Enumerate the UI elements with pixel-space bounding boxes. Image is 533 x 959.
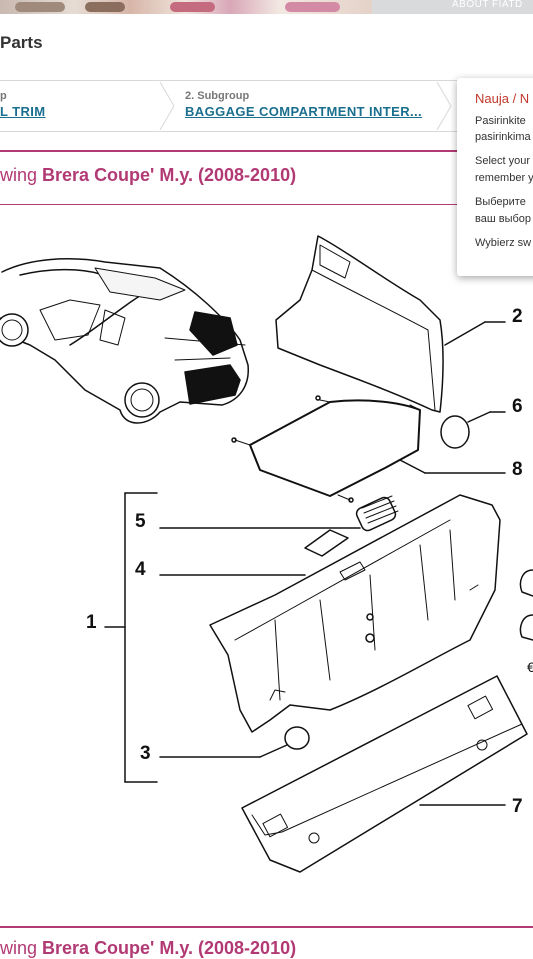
part-8-carpet xyxy=(249,399,421,497)
part-edge-lower xyxy=(519,614,533,641)
footer-header-bar xyxy=(0,926,533,928)
chevron-right-icon xyxy=(436,81,452,131)
subgroup-step-label: 2. Subgroup xyxy=(185,90,250,102)
callout-5[interactable]: 5 xyxy=(135,511,146,532)
callout-8[interactable]: 8 xyxy=(512,459,523,480)
part-edge-upper xyxy=(519,569,533,597)
drawing-title: wing Brera Coupe' M.y. (2008-2010) xyxy=(0,165,296,186)
popup-line: ваш выбор xyxy=(475,213,532,225)
callout-7[interactable]: 7 xyxy=(512,796,523,817)
callout-4[interactable]: 4 xyxy=(135,559,146,580)
group-step-label: p xyxy=(0,90,7,102)
popup-line: remember y xyxy=(475,172,533,184)
group-link[interactable]: L TRIM xyxy=(0,104,46,119)
popup-line: pasirinkima xyxy=(475,131,531,143)
part-7-sill-panel xyxy=(241,675,528,873)
popup-line: Select your xyxy=(475,155,531,167)
banner-image xyxy=(0,0,372,14)
drawing-title-prefix: wing xyxy=(0,165,43,185)
footer-drawing-title: wing Brera Coupe' M.y. (2008-2010) xyxy=(0,938,296,959)
subgroup-link[interactable]: BAGGAGE COMPARTMENT INTER... xyxy=(185,104,423,119)
car-illustration xyxy=(0,258,249,424)
part-2-lid-trim xyxy=(275,235,444,413)
part-5-spring xyxy=(355,495,399,532)
callout-6[interactable]: 6 xyxy=(512,396,523,417)
breadcrumb xyxy=(0,80,533,132)
drawing-header-bar xyxy=(0,150,533,205)
about-link[interactable]: ABOUT FIATD xyxy=(372,0,533,14)
callout-2[interactable]: 2 xyxy=(512,306,523,327)
page-title: Parts xyxy=(0,33,43,52)
popup-line: Pasirinkite xyxy=(475,115,526,127)
chevron-right-icon xyxy=(159,81,175,131)
parts-exploded-drawing: € 2 6 8 5 4 1 3 7 xyxy=(0,235,533,873)
edge-marker: € xyxy=(527,659,533,675)
part-1-trunk-panel xyxy=(209,494,501,733)
popup-line: Выберите xyxy=(475,196,526,208)
top-banner: ABOUT FIATD xyxy=(0,0,533,14)
popup-line: Wybierz sw xyxy=(475,237,532,249)
callout-3[interactable]: 3 xyxy=(140,743,151,764)
footer-title-model: Brera Coupe' M.y. (2008-2010) xyxy=(42,938,297,958)
part-3-button xyxy=(284,726,310,750)
popup-title: Nauja / N xyxy=(475,91,530,106)
drawing-title-model: Brera Coupe' M.y. (2008-2010) xyxy=(42,165,297,185)
part-6-plug xyxy=(440,415,470,449)
callout-1[interactable]: 1 xyxy=(86,612,97,633)
part-4-bracket xyxy=(304,529,349,557)
language-popup[interactable]: Nauja / N Pasirinkite pasirinkima Select… xyxy=(457,78,533,276)
footer-title-prefix: wing xyxy=(0,938,43,958)
